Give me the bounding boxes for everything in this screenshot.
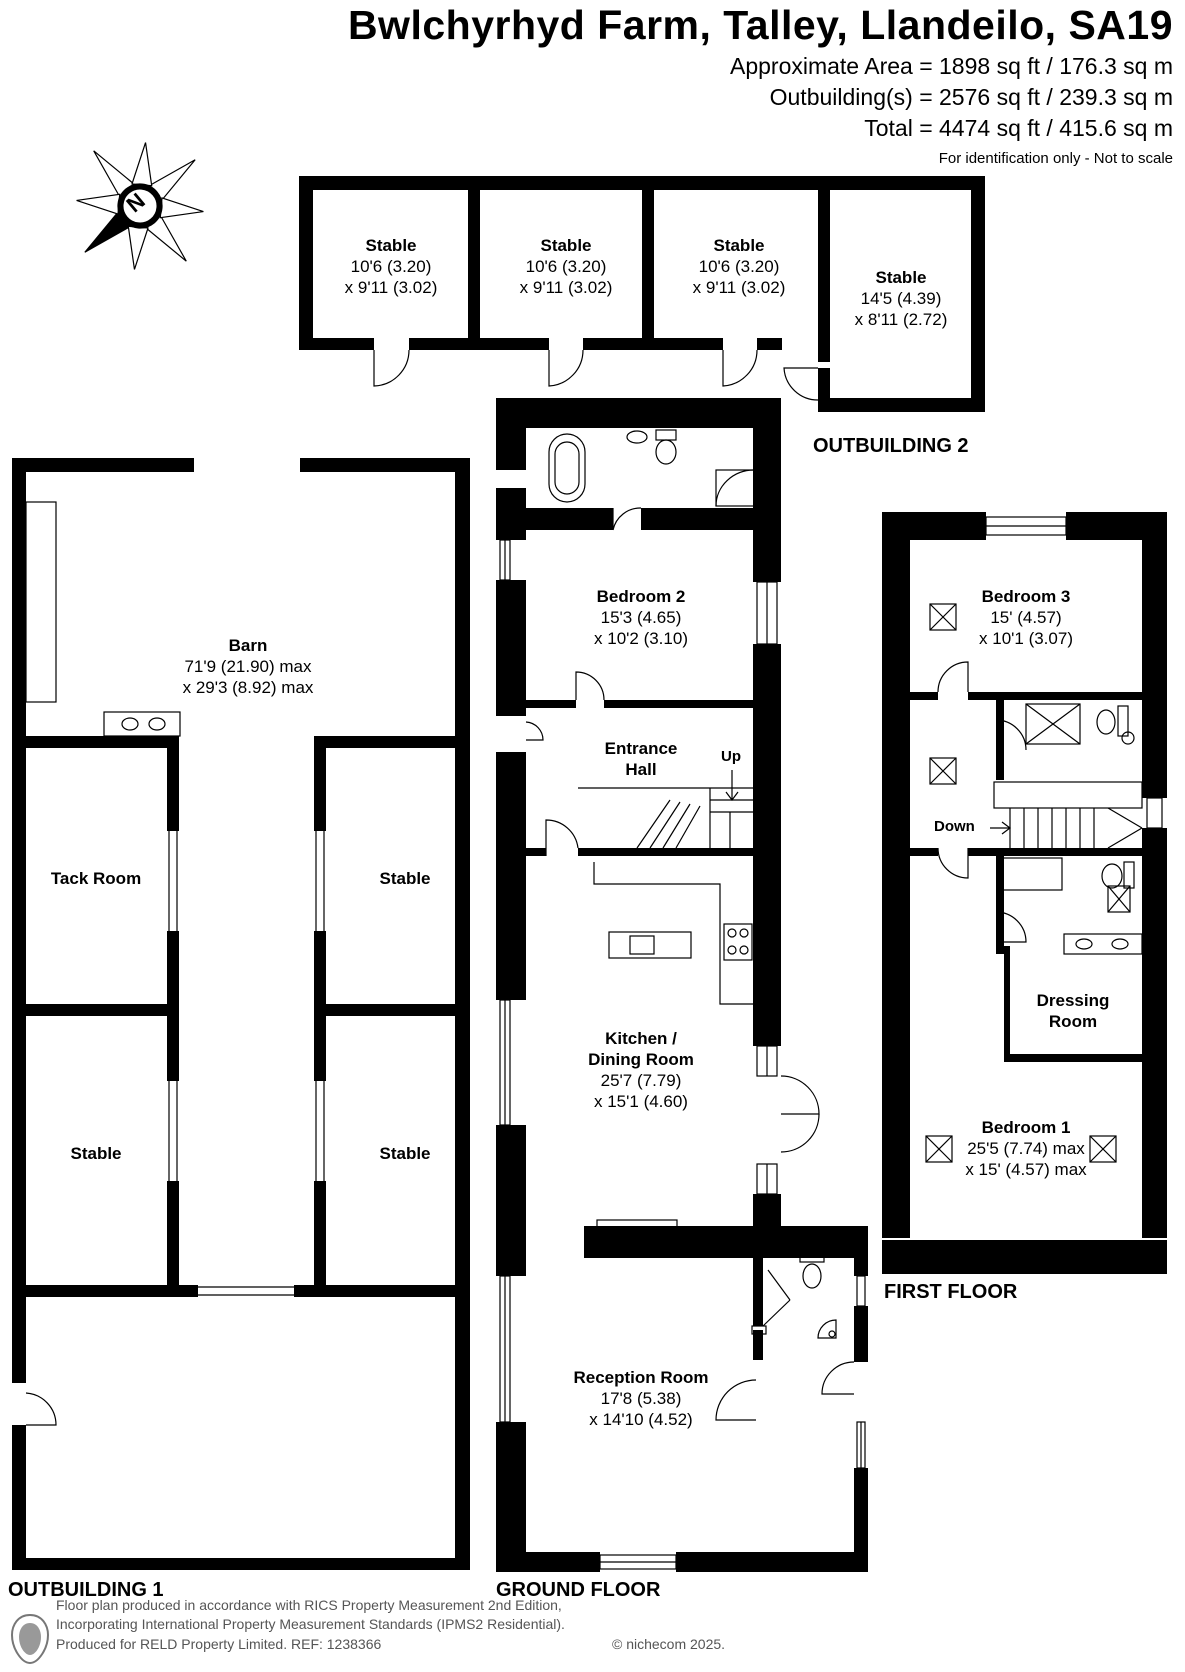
room-name: Stable (365, 236, 417, 255)
bedroom-1-label: Bedroom 1 25'5 (7.74) max x 15' (4.57) m… (965, 1117, 1086, 1180)
stairs-up-label: Up (721, 748, 741, 765)
room-name: Bedroom 2 (596, 587, 686, 606)
footer-line-1: Floor plan produced in accordance with R… (56, 1597, 562, 1613)
room-dimension: x 15' (4.57) max (965, 1160, 1087, 1179)
approximate-area: Approximate Area = 1898 sq ft / 176.3 sq… (729, 53, 1173, 79)
room-name: Stable (379, 869, 431, 888)
room-name: Entrance (604, 739, 678, 758)
room-name: Tack Room (50, 869, 142, 888)
outbuilding2-stable-1: Stable 10'6 (3.20) x 9'11 (3.02) (345, 235, 438, 298)
room-dimension: 15' (4.57) (990, 608, 1062, 627)
room-dimension: x 9'11 (3.02) (519, 278, 613, 297)
first-floor-fittings (925, 516, 1163, 1163)
scale-note: For identification only - Not to scale (938, 150, 1173, 167)
bedroom-2-label: Bedroom 2 15'3 (4.65) x 10'2 (3.10) (594, 586, 688, 649)
footer-line-2: Incorporating International Property Mea… (56, 1616, 565, 1632)
room-dimension: x 14'10 (4.52) (589, 1410, 693, 1429)
copyright-text: © nichecom 2025. (612, 1636, 726, 1652)
room-dimension: 10'6 (3.20) (525, 257, 607, 276)
dressing-room-label: Dressing Room (1037, 990, 1110, 1032)
room-dimension: x 8'11 (2.72) (854, 310, 948, 329)
room-dimension: x 10'2 (3.10) (594, 629, 688, 648)
room-dimension: 25'5 (7.74) max (967, 1139, 1085, 1158)
room-name: Hall (625, 760, 657, 779)
room-dimension: x 29'3 (8.92) max (182, 678, 314, 697)
outbuilding2-stable-2: Stable 10'6 (3.20) x 9'11 (3.02) (520, 235, 613, 298)
outbuilding-2-label: OUTBUILDING 2 (813, 435, 969, 457)
kitchen-dining-label: Kitchen / Dining Room 25'7 (7.79) x 15'1… (588, 1028, 694, 1112)
room-dimension: 14'5 (4.39) (860, 289, 942, 308)
room-name: Stable (540, 236, 592, 255)
room-name: Stable (70, 1144, 122, 1163)
room-name: Bedroom 3 (981, 587, 1071, 606)
outbuilding-2-doors (373, 349, 819, 401)
outbuilding-1-fittings (25, 501, 325, 1426)
stable-label-right-bottom: Stable (379, 1143, 430, 1164)
stairs-down-label: Down (934, 818, 975, 835)
entrance-hall-label: Entrance Hall (605, 738, 678, 780)
outbuilding2-stable-3: Stable 10'6 (3.20) x 9'11 (3.02) (693, 235, 786, 298)
reception-room-label: Reception Room 17'8 (5.38) x 14'10 (4.52… (573, 1367, 708, 1430)
tack-room-label: Tack Room (51, 868, 141, 889)
stable-label-right-top: Stable (379, 868, 430, 889)
outbuilding-area: Outbuilding(s) = 2576 sq ft / 239.3 sq m (769, 84, 1173, 110)
room-name: Reception Room (573, 1368, 709, 1387)
bedroom-3-label: Bedroom 3 15' (4.57) x 10'1 (3.07) (979, 586, 1073, 649)
room-name: Stable (875, 268, 927, 287)
room-name: Dressing (1036, 991, 1110, 1010)
first-floor-label: FIRST FLOOR (884, 1281, 1018, 1303)
room-name: Stable (379, 1144, 431, 1163)
outbuilding2-stable-4: Stable 14'5 (4.39) x 8'11 (2.72) (855, 267, 948, 330)
room-name: Room (1048, 1012, 1098, 1031)
outbuilding-1-label: OUTBUILDING 1 (8, 1579, 164, 1601)
room-dimension: 17'8 (5.38) (600, 1389, 682, 1408)
total-area: Total = 4474 sq ft / 415.6 sq m (864, 115, 1173, 141)
room-dimension: x 9'11 (3.02) (692, 278, 786, 297)
room-name: Kitchen / (605, 1029, 677, 1048)
ground-floor-fittings (499, 429, 866, 1570)
rics-logo-icon (10, 1613, 50, 1665)
room-dimension: x 9'11 (3.02) (344, 278, 438, 297)
footer-line-3: Produced for RELD Property Limited. REF:… (56, 1636, 382, 1652)
ground-floor-label: GROUND FLOOR (496, 1579, 661, 1601)
stable-label-left-bottom: Stable (70, 1143, 121, 1164)
room-name: Stable (713, 236, 765, 255)
room-dimension: x 15'1 (4.60) (594, 1092, 688, 1111)
compass-rose (76, 142, 204, 270)
room-dimension: 25'7 (7.79) (600, 1071, 682, 1090)
outbuilding-2-walls (299, 176, 985, 412)
room-name: Barn (228, 636, 268, 655)
room-dimension: x 10'1 (3.07) (979, 629, 1073, 648)
room-dimension: 10'6 (3.20) (350, 257, 432, 276)
room-dimension: 71'9 (21.90) max (184, 657, 312, 676)
room-dimension: 10'6 (3.20) (698, 257, 780, 276)
property-title: Bwlchyrhyd Farm, Talley, Llandeilo, SA19 (347, 2, 1173, 48)
ground-floor-walls (496, 398, 868, 1572)
room-name: Dining Room (588, 1050, 694, 1069)
barn-label: Barn 71'9 (21.90) max x 29'3 (8.92) max (183, 635, 314, 698)
outbuilding-1-walls (12, 458, 470, 1570)
room-dimension: 15'3 (4.65) (600, 608, 682, 627)
room-name: Bedroom 1 (981, 1118, 1071, 1137)
